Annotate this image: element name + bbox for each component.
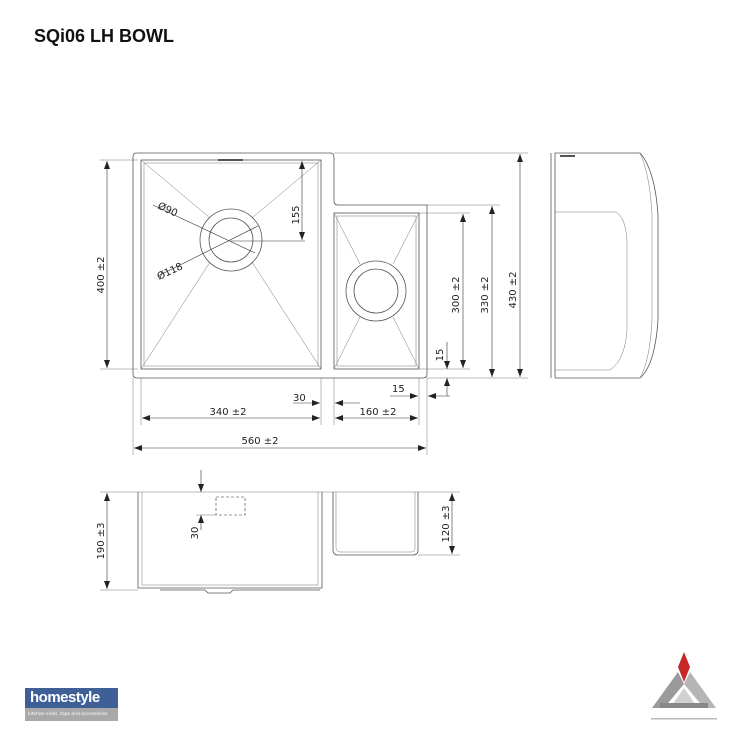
page-title: SQi06 LH BOWL [34, 26, 175, 46]
dim-edge-horizontal: 15 [392, 384, 405, 395]
dim-large-bowl-width: 340 ±2 [209, 407, 246, 418]
side-view [550, 152, 659, 379]
small-waste-outer [345, 260, 407, 322]
dim-overall-width: 560 ±2 [241, 436, 278, 447]
dim-overflow-drop: 30 [190, 527, 201, 540]
small-waste-inner [353, 268, 399, 314]
dim-large-bowl-height: 190 ±3 [96, 522, 107, 559]
dim-waste-offset: 155 [291, 205, 302, 224]
homestyle-tagline: kitchen sinks, taps and accessories [25, 708, 118, 721]
large-bowl-fold-lines [140, 159, 322, 370]
large-waste-inner [208, 217, 254, 263]
dim-overall-depth: 400 ±2 [96, 256, 107, 293]
dim-small-section-depth: 330 ±2 [480, 276, 491, 313]
front-small-bowl [332, 492, 419, 556]
dim-small-bowl-depth: 300 ±2 [451, 276, 462, 313]
dim-outlet-outer: Ø118 [155, 260, 185, 282]
dim-bowl-gap: 30 [293, 393, 306, 404]
dim-total-depth: 430 ±2 [508, 271, 519, 308]
dim-outlet-inner: Ø90 [156, 200, 180, 220]
plan-view: 400 ±2 155 Ø90 Ø118 300 ±2 330 ±2 430 ±2… [96, 152, 528, 455]
small-bowl [333, 212, 420, 370]
dim-small-bowl-height: 120 ±3 [441, 505, 452, 542]
dim-edge-vertical: 15 [435, 349, 446, 362]
overflow-slot [215, 496, 246, 516]
front-large-bowl [137, 492, 323, 589]
front-view: 190 ±3 30 120 ±3 [96, 470, 460, 594]
dim-small-bowl-width: 160 ±2 [359, 407, 396, 418]
alpine-logo [651, 652, 717, 720]
homestyle-name: homestyle [25, 688, 118, 708]
dimension-lines [100, 152, 528, 455]
large-waste-outer [199, 208, 263, 272]
sink-outline [132, 152, 428, 379]
homestyle-logo: homestyle kitchen sinks, taps and access… [25, 688, 118, 721]
large-bowl [140, 159, 322, 370]
